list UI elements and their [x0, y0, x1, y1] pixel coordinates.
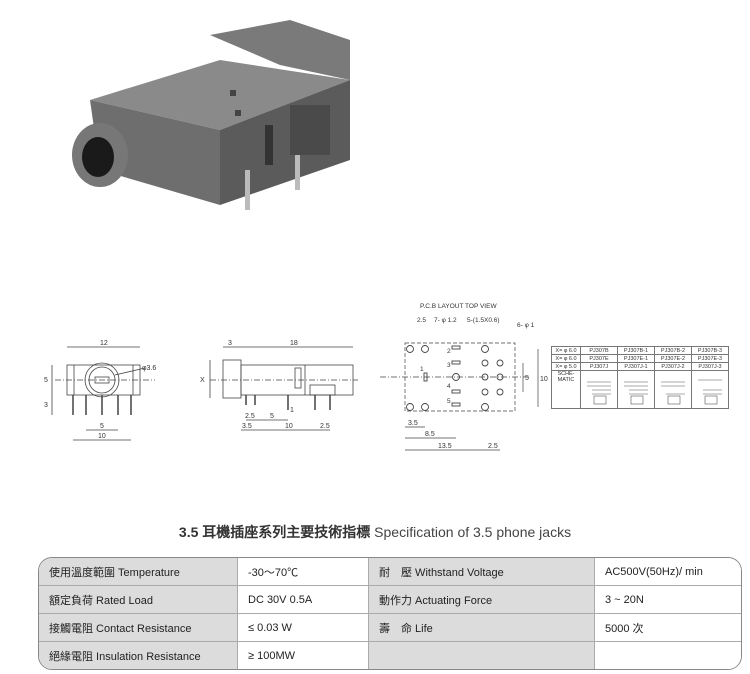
spec-label: 使用溫度範圍 Temperature: [39, 558, 238, 586]
front-view-drawing: 12 φ3.6 5 3 5 10: [44, 340, 156, 441]
pcb-pin-2: 2: [447, 348, 451, 355]
front-hole-dim: φ3.6: [142, 365, 156, 372]
table-row: 額定負荷 Rated Load DC 30V 0.5A 動作力 Actuatin…: [39, 585, 741, 614]
spec-value: DC 30V 0.5A: [237, 585, 369, 614]
spec-value: 5000 次: [594, 613, 741, 642]
schematic-diagram: [691, 370, 729, 409]
cell: PJ307E: [580, 354, 618, 363]
side-dim-3: 1: [290, 407, 294, 414]
front-height-dim: 5: [44, 377, 48, 384]
schematic-diagram: [654, 370, 692, 409]
front-width-dim: 12: [100, 340, 108, 347]
side-dim-2: 5: [270, 413, 274, 420]
pcb-pin-1: 1: [420, 366, 424, 373]
pcb-callout-2: 5-(1.5X0.6): [467, 317, 500, 324]
front-inner-span-dim: 5: [100, 423, 104, 430]
side-view-drawing: 3 18 X 2.5 5 1 3.5 10 2.5: [200, 340, 358, 431]
side-x-label: X: [200, 377, 205, 384]
cell: X= φ 6.0: [551, 354, 581, 363]
cell: X= φ 6.0: [551, 346, 581, 355]
pcb-pin-3: 3: [447, 362, 451, 369]
spec-label: [368, 641, 595, 669]
spec-label: 壽 命 Life: [368, 613, 595, 642]
schematic-diagram: [580, 370, 618, 409]
pcb-dim-2-5: 2.5: [488, 443, 498, 450]
spec-title-cn: 3.5 耳機插座系列主要技術指標: [178, 524, 371, 540]
spec-label: 絕緣電阻 Insulation Resistance: [39, 641, 238, 669]
table-row: 使用溫度範圍 Temperature -30～70℃ 耐 壓 Withstand…: [39, 558, 741, 586]
schematic-diagram: [617, 370, 655, 409]
side-dim-1: 2.5: [245, 413, 255, 420]
spec-value: -30～70℃: [237, 558, 369, 586]
pcb-dim-10: 10: [540, 376, 548, 383]
cell: X= φ 5.0: [551, 362, 581, 371]
spec-label: 額定負荷 Rated Load: [39, 585, 238, 614]
pcb-dim-5: 5: [525, 375, 529, 382]
pcb-callout-1: 7- φ 1.2: [434, 317, 457, 324]
spec-value: ≥ 100MW: [237, 641, 369, 669]
schematic-label: SCHE-MATIC: [551, 370, 581, 409]
front-outer-span-dim: 10: [98, 433, 106, 440]
pcb-dim-3-5: 3.5: [408, 420, 418, 427]
side-dim-4: 3.5: [242, 423, 252, 430]
spec-value: ≤ 0.03 W: [237, 613, 369, 642]
table-row: 接觸電阻 Contact Resistance ≤ 0.03 W 壽 命 Lif…: [39, 613, 741, 642]
cell: PJ307J-1: [617, 362, 655, 371]
cell: PJ307E-2: [654, 354, 692, 363]
pcb-layout-drawing: P.C.B LAYOUT TOP VIEW 2.5 7- φ 1.2 5-(1.…: [380, 303, 548, 451]
spec-value: [594, 641, 741, 669]
cell: PJ307J: [580, 362, 618, 371]
cell: PJ307B: [580, 346, 618, 355]
table-row: SCHE-MATIC: [551, 370, 729, 409]
pcb-title: P.C.B LAYOUT TOP VIEW: [420, 303, 497, 310]
spec-value: 3 ~ 20N: [594, 585, 741, 614]
pcb-callout-3: 6- φ 1: [517, 322, 535, 329]
side-body-dim: 18: [290, 340, 298, 347]
pcb-callout-0: 2.5: [417, 317, 426, 324]
cell: PJ307J-3: [691, 362, 729, 371]
spec-label: 接觸電阻 Contact Resistance: [39, 613, 238, 642]
spec-table: 使用溫度範圍 Temperature -30～70℃ 耐 壓 Withstand…: [38, 557, 742, 670]
side-dim-5: 10: [285, 423, 293, 430]
pcb-dim-8-5: 8.5: [425, 431, 435, 438]
cell: PJ307B-2: [654, 346, 692, 355]
spec-title-en: Specification of 3.5 phone jacks: [374, 524, 572, 540]
front-pin-dim: 3: [44, 402, 48, 409]
spec-label: 耐 壓 Withstand Voltage: [368, 558, 595, 586]
cell: PJ307E-1: [617, 354, 655, 363]
pcb-pin-5: 5: [447, 398, 451, 405]
spec-label: 動作力 Actuating Force: [368, 585, 595, 614]
pcb-dim-13-5: 13.5: [438, 443, 452, 450]
side-dim-6: 2.5: [320, 423, 330, 430]
cell: PJ307J-2: [654, 362, 692, 371]
spec-value: AC500V(50Hz)/ min: [594, 558, 741, 586]
cell: PJ307B-3: [691, 346, 729, 355]
spec-title: 3.5 耳機插座系列主要技術指標 Specification of 3.5 ph…: [0, 522, 750, 542]
cell: PJ307E-3: [691, 354, 729, 363]
cell: PJ307B-1: [617, 346, 655, 355]
pcb-pin-4: 4: [447, 383, 451, 390]
side-head-dim: 3: [228, 340, 232, 347]
product-photo: [72, 20, 350, 210]
table-row: 絕緣電阻 Insulation Resistance ≥ 100MW: [39, 641, 741, 669]
